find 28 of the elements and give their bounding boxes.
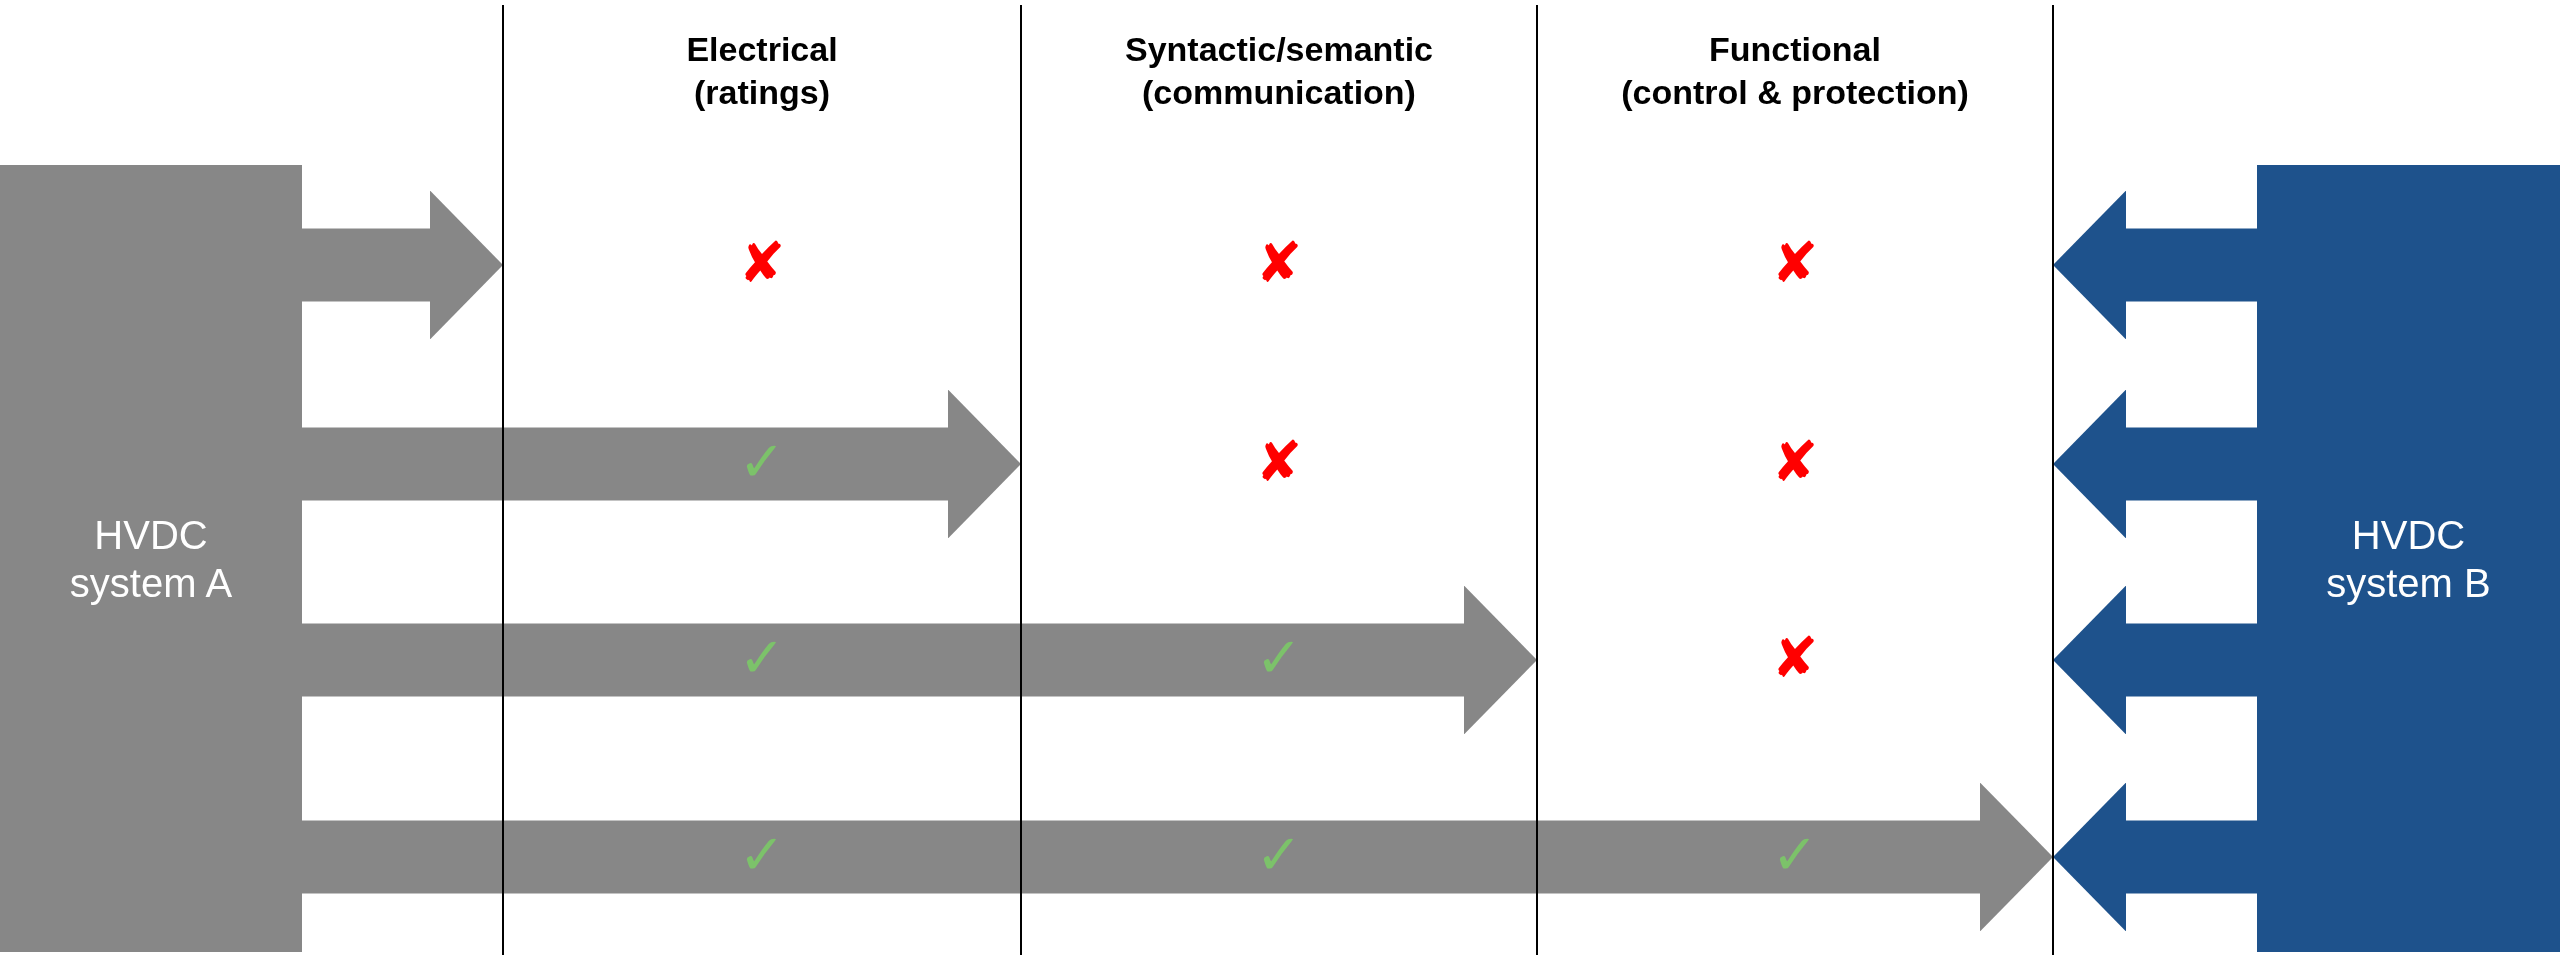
column-divider bbox=[502, 5, 504, 955]
cross-mark: ✘ bbox=[1770, 434, 1820, 490]
cross-mark: ✘ bbox=[1254, 434, 1304, 490]
column-divider bbox=[1020, 5, 1022, 955]
check-mark: ✓ bbox=[1254, 827, 1304, 883]
block-arrow bbox=[302, 190, 503, 340]
column-heading: Electrical (ratings) bbox=[685, 29, 839, 113]
system-block bbox=[0, 165, 302, 952]
column-divider bbox=[1536, 5, 1538, 955]
system-name: HVDC system B bbox=[2325, 511, 2492, 607]
column-divider bbox=[2052, 5, 2054, 955]
block-arrow bbox=[302, 585, 1537, 735]
check-mark: ✓ bbox=[737, 434, 787, 490]
check-mark: ✓ bbox=[737, 827, 787, 883]
column-heading: Functional (control & protection) bbox=[1620, 29, 1970, 113]
cross-mark: ✘ bbox=[1770, 235, 1820, 291]
block-arrow bbox=[302, 389, 1021, 539]
check-mark: ✓ bbox=[1254, 630, 1304, 686]
block-arrow bbox=[2053, 782, 2257, 932]
check-mark: ✓ bbox=[737, 630, 787, 686]
block-arrow bbox=[302, 782, 2053, 932]
check-mark: ✓ bbox=[1770, 827, 1820, 883]
system-block bbox=[2257, 165, 2560, 952]
cross-mark: ✘ bbox=[737, 235, 787, 291]
cross-mark: ✘ bbox=[1770, 630, 1820, 686]
system-name: HVDC system A bbox=[68, 511, 234, 607]
column-heading: Syntactic/semantic (communication) bbox=[1124, 29, 1434, 113]
cross-mark: ✘ bbox=[1254, 235, 1304, 291]
